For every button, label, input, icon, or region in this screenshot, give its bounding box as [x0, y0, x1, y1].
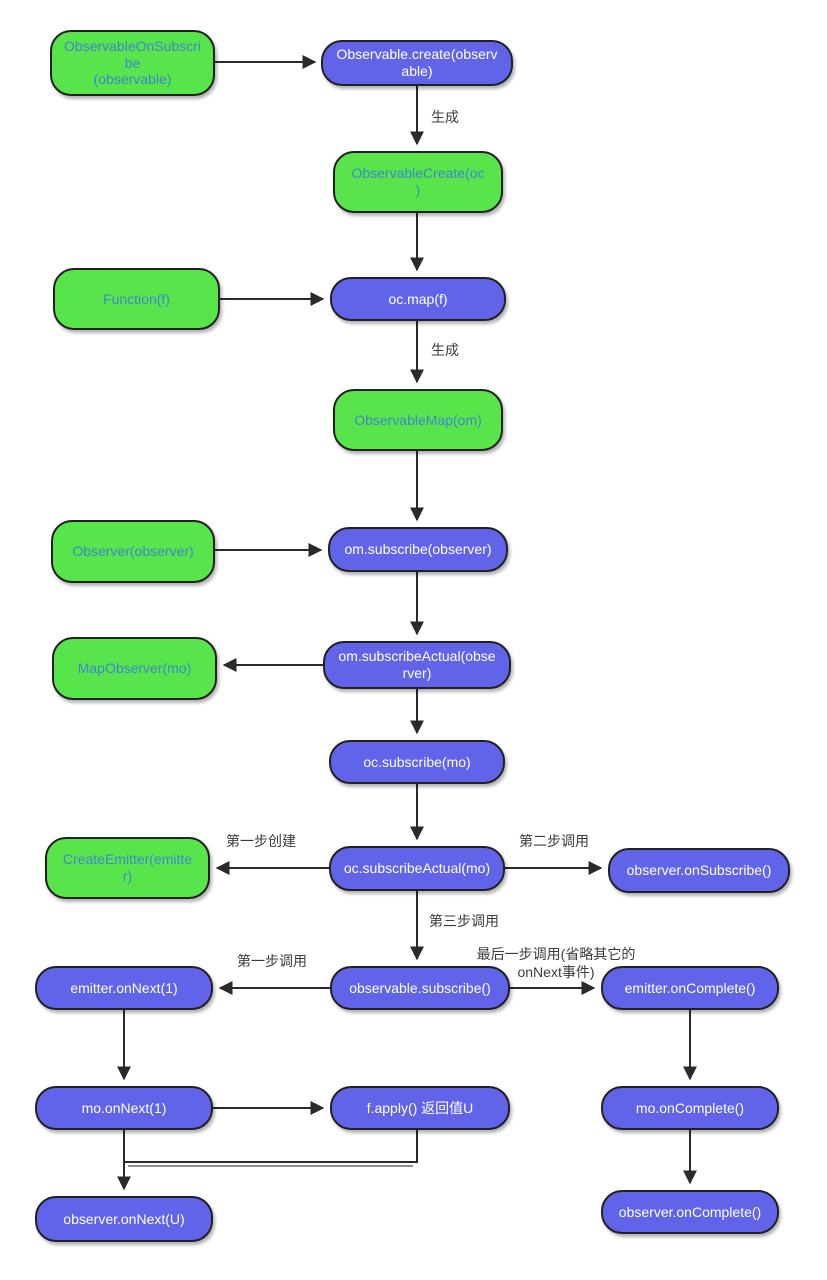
node-mo-on-next: mo.onNext(1) [35, 1086, 213, 1130]
edge-label-step3-call: 第三步调用 [429, 913, 499, 929]
node-oc-subscribe-actual: oc.subscribeActual(mo) [329, 846, 505, 891]
node-map-observer: MapObserver(mo) [52, 637, 217, 700]
edge-label-generate-1: 生成 [431, 109, 459, 125]
node-om-subscribe-actual: om.subscribeActual(obse rver) [323, 641, 511, 689]
node-observable-create: ObservableCreate(oc ) [333, 151, 503, 213]
node-observer-on-next-u: observer.onNext(U) [35, 1196, 213, 1242]
node-observable-subscribe: observable.subscribe() [330, 966, 510, 1010]
node-observer: Observer(observer) [51, 520, 215, 583]
edge-label-step2-call: 第二步调用 [519, 833, 589, 849]
node-observable-on-subscribe: ObservableOnSubscri be (observable) [50, 30, 215, 96]
node-observer-on-complete: observer.onComplete() [601, 1190, 779, 1234]
edge-label-step1-create: 第一步创建 [226, 833, 296, 849]
node-mo-on-complete: mo.onComplete() [601, 1086, 779, 1130]
node-emitter-on-complete: emitter.onComplete() [601, 966, 779, 1010]
node-function-f: Function(f) [53, 268, 220, 330]
node-observable-map: ObservableMap(om) [333, 389, 503, 451]
edge-label-generate-2: 生成 [431, 342, 459, 358]
node-observable-create-call: Observable.create(observ able) [321, 40, 513, 86]
node-oc-subscribe: oc.subscribe(mo) [329, 740, 505, 784]
edge-label-last-step-call: 最后一步调用(省略其它的 onNext事件) [476, 946, 636, 980]
node-create-emitter: CreateEmitter(emitte r) [45, 837, 210, 899]
node-emitter-on-next: emitter.onNext(1) [35, 966, 213, 1010]
node-observer-on-subscribe: observer.onSubscribe() [608, 848, 790, 893]
node-f-apply: f.apply() 返回值U [330, 1086, 510, 1130]
edge-fapply-elbow [124, 1130, 418, 1163]
node-om-subscribe: om.subscribe(observer) [328, 527, 508, 572]
node-oc-map: oc.map(f) [330, 277, 506, 321]
edge-label-step1-call: 第一步调用 [237, 953, 307, 969]
